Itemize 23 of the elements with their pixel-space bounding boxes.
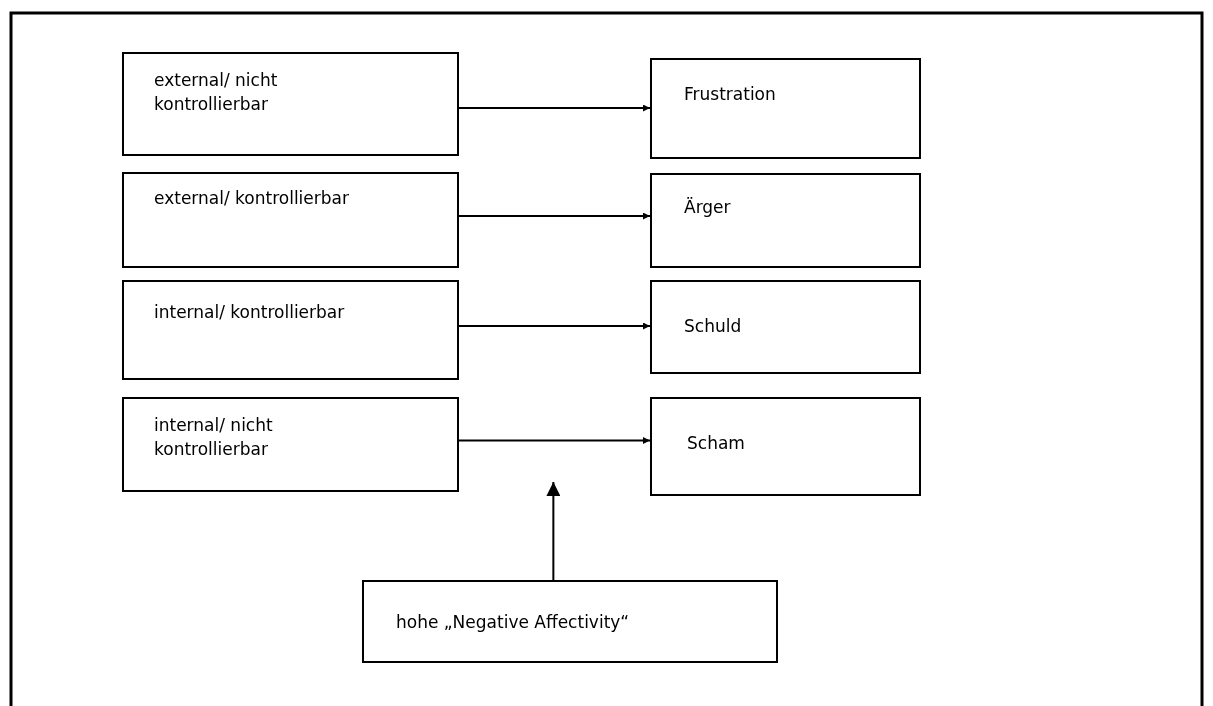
process-box bbox=[650, 280, 921, 374]
box-label: external/ kontrollierbar bbox=[154, 187, 350, 210]
process-box bbox=[650, 58, 921, 159]
box-label: internal/ nicht kontrollierbar bbox=[154, 414, 274, 461]
box-label: Ärger bbox=[684, 196, 732, 219]
arrow bbox=[546, 481, 561, 581]
process-box bbox=[122, 172, 459, 268]
arrow bbox=[458, 212, 651, 220]
process-box bbox=[122, 52, 459, 156]
box-label: Frustration bbox=[684, 83, 777, 106]
box-label: hohe „Negative Affectivity“ bbox=[396, 611, 631, 634]
box-label: external/ nicht kontrollierbar bbox=[154, 69, 279, 116]
process-box bbox=[650, 397, 921, 496]
process-box bbox=[362, 580, 778, 663]
box-label: Schuld bbox=[684, 315, 743, 338]
arrow bbox=[458, 437, 651, 444]
box-label: Scham bbox=[687, 432, 746, 455]
process-box bbox=[122, 280, 459, 380]
box-label: internal/ kontrollierbar bbox=[154, 301, 346, 324]
process-box bbox=[122, 397, 459, 492]
process-box bbox=[650, 173, 921, 268]
arrow bbox=[458, 104, 651, 112]
arrow bbox=[458, 322, 651, 330]
